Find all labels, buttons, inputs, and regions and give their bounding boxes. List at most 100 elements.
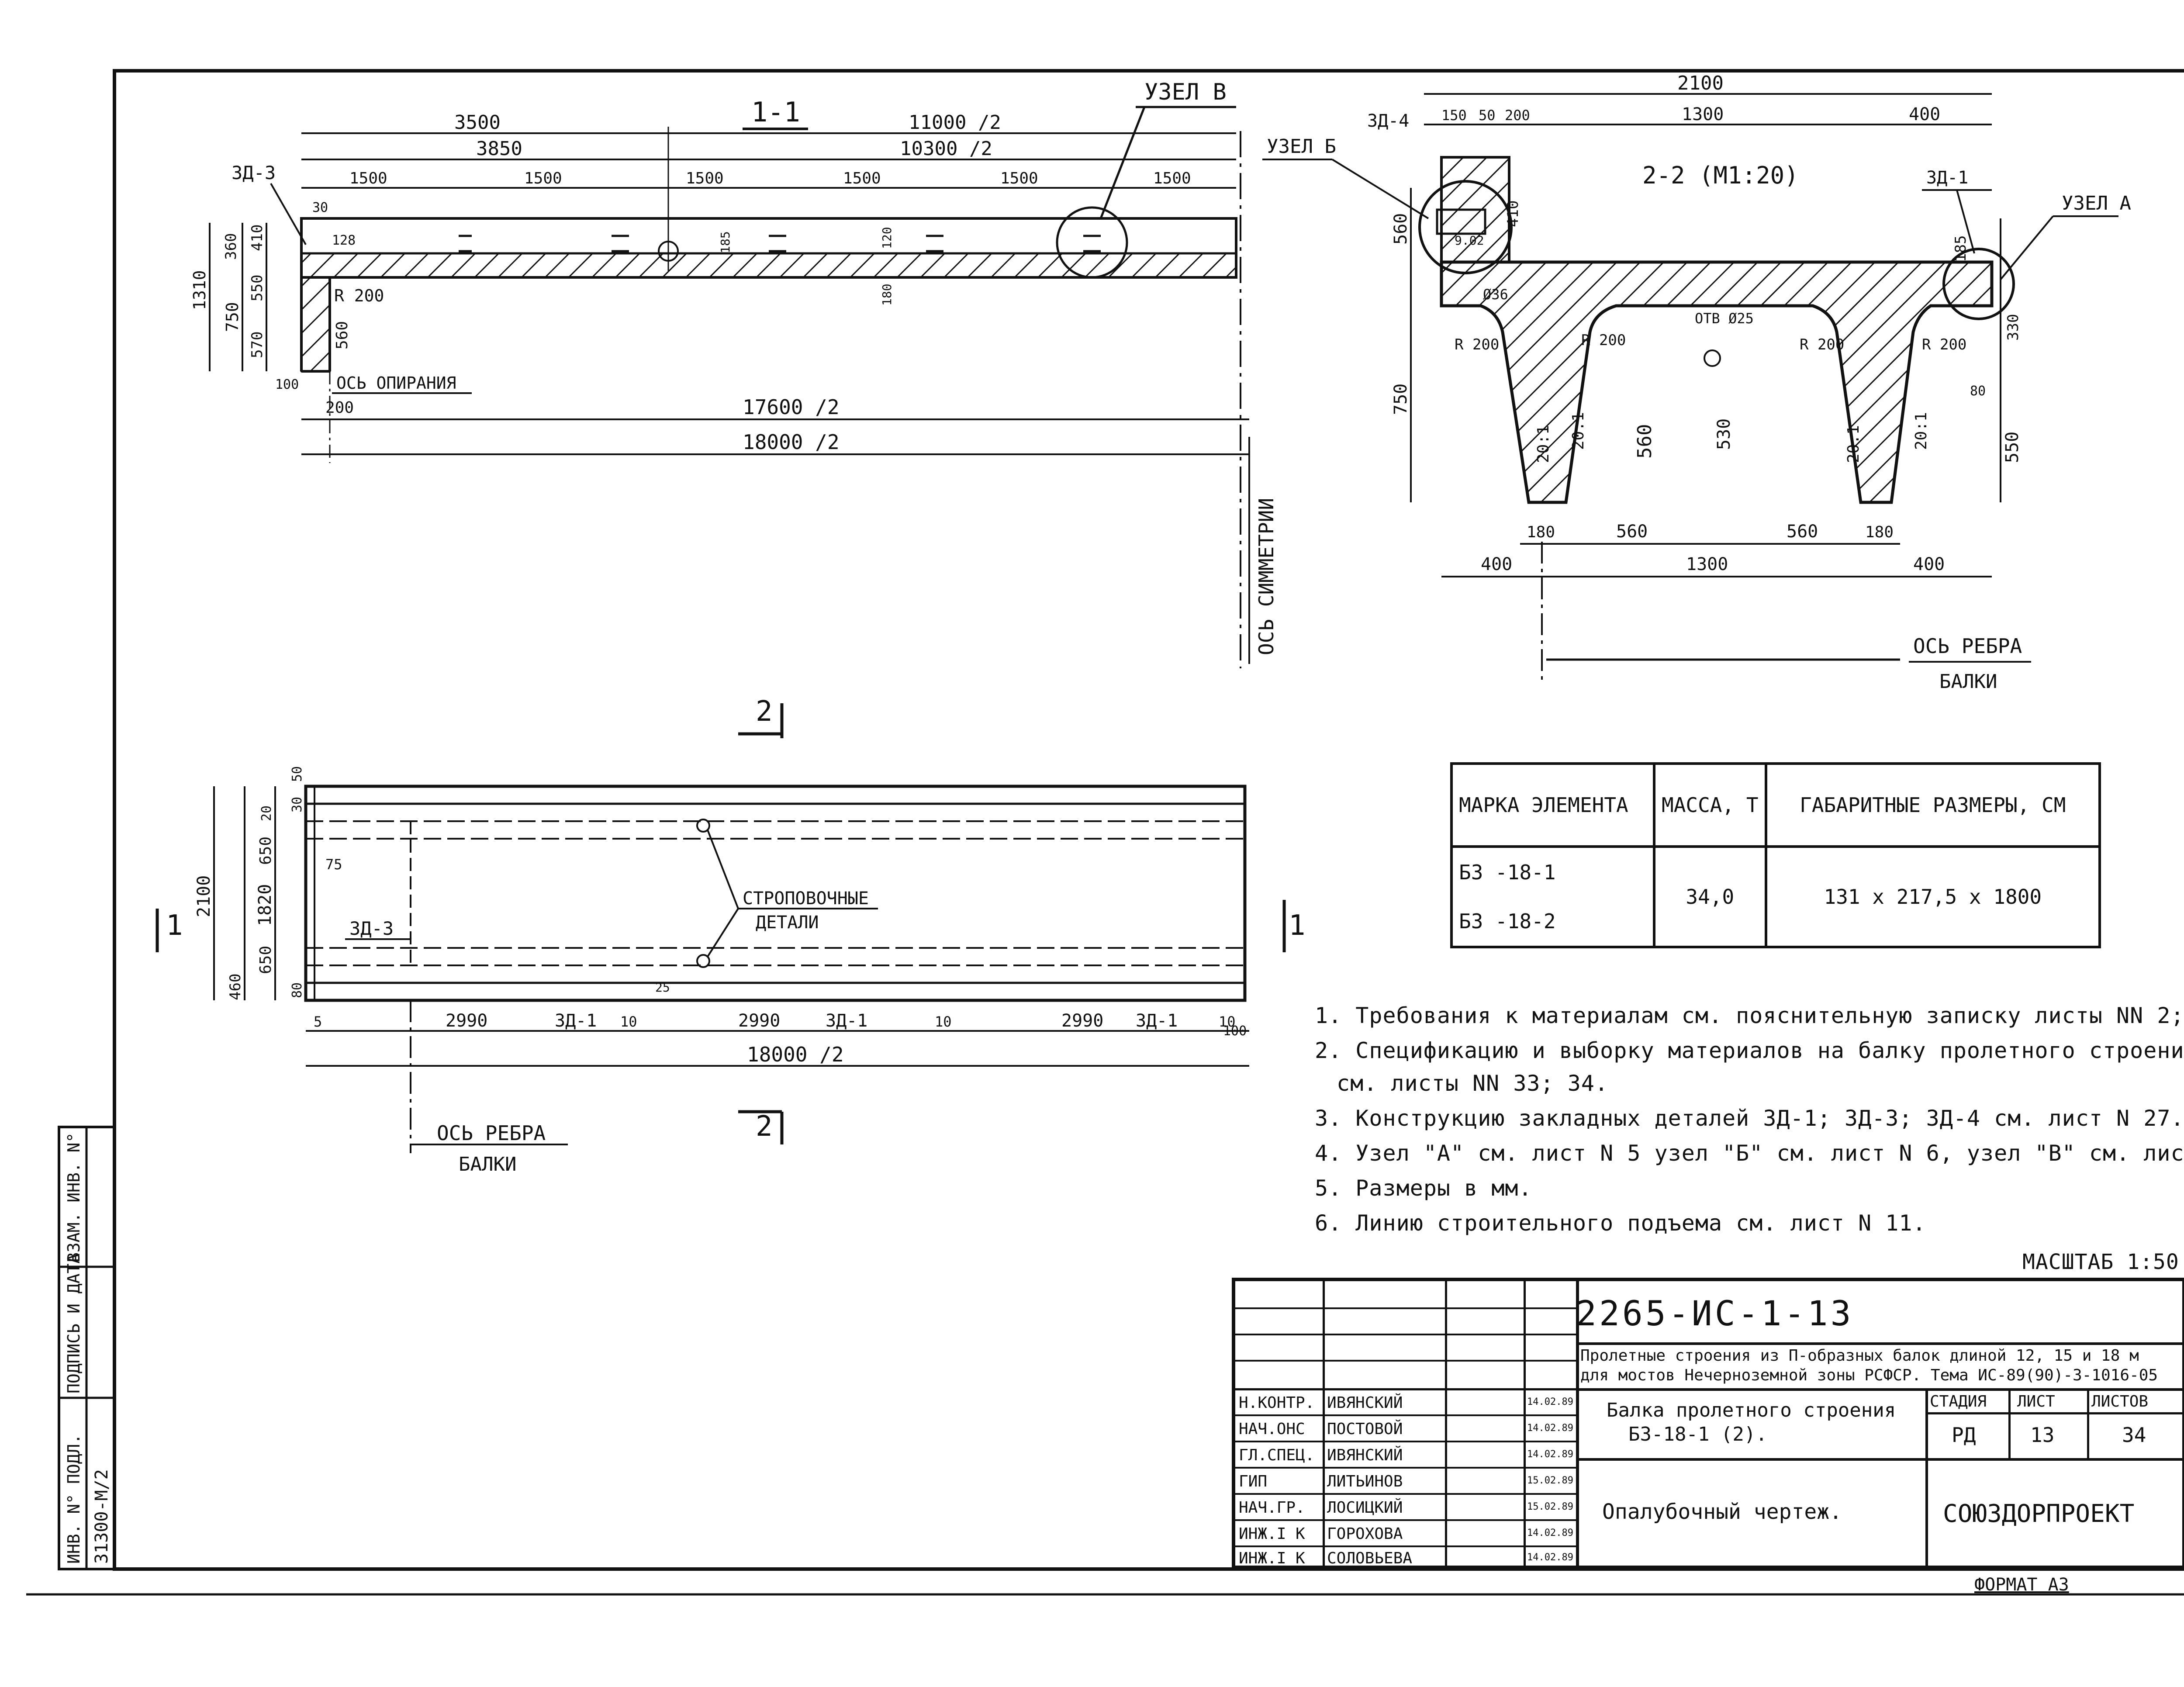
signer-row: ИНЖ.I К СОЛОВЬЕВА 14.02.89 <box>1235 1547 1576 1569</box>
stamp-label-sign: ПОДПИСЬ И ДАТА <box>64 1254 83 1393</box>
plan-dim-1820: 1820 <box>255 884 275 926</box>
dim-100: 100 <box>275 377 299 392</box>
bottom-dim-560-right: 560 <box>1787 522 1818 542</box>
signer-name: ИВЯНСКИЙ <box>1327 1446 1403 1464</box>
right-dim-330: 330 <box>2004 314 2022 341</box>
plan-row-zd1-3: ЗД-1 <box>1136 1011 1178 1031</box>
plan-dim-80: 80 <box>290 982 305 998</box>
signer-name: ЛОСИЦКИЙ <box>1327 1499 1403 1517</box>
slope-1: 20:1 <box>1534 425 1552 463</box>
section-mark-top: 2 <box>756 695 773 728</box>
plan-zd3-label: ЗД-3 <box>349 918 394 939</box>
spacing-5: 1500 <box>1000 169 1038 187</box>
plan-dim-460: 460 <box>227 974 244 1000</box>
signer-row: ГЛ.СПЕЦ. ИВЯНСКИЙ 14.02.89 <box>1235 1443 1576 1467</box>
dim-560-elev: 560 <box>333 321 351 349</box>
plan-dim-50: 50 <box>290 766 305 782</box>
top-dim-1300: 1300 <box>1682 104 1724 124</box>
bolt-group-marks <box>459 235 1101 252</box>
radius-1: R 200 <box>1455 336 1499 353</box>
dim-3500: 3500 <box>454 111 501 134</box>
stamp-inv-number: 31300-М/2 <box>92 1469 112 1564</box>
title-code: 2265-ИС-1-13 <box>1576 1294 1854 1334</box>
section-2-2: УЗЕЛ Б ЗД-4 ЗД-1 УЗЕЛ А 2-2 (М1:20) 2100… <box>1262 72 2131 693</box>
title-project-2: для мостов Нечерноземной зоны РСФСР. Тем… <box>1580 1366 2158 1384</box>
stamp-label-inv: ИНВ. N° ПОДЛ. <box>64 1434 83 1564</box>
dim-10300: 10300 /2 <box>900 138 992 160</box>
signer-date: 14.02.89 <box>1527 1528 1573 1538</box>
symmetry-axis-label: ОСЬ СИММЕТРИИ <box>1254 498 1278 655</box>
spacing-3: 1500 <box>686 169 724 187</box>
plan-dim-75: 75 <box>325 856 342 873</box>
top-dim-400: 400 <box>1909 104 1940 124</box>
note-3: 3. Конструкцию закладных деталей ЗД-1; З… <box>1315 1106 2184 1131</box>
inner-dim-902: 9.02 <box>1455 233 1484 248</box>
vdim-360: 360 <box>222 233 240 260</box>
lifting-label-line2: ДЕТАЛИ <box>756 913 819 933</box>
signer-date: 14.02.89 <box>1527 1449 1573 1460</box>
note-5: 5. Размеры в мм. <box>1315 1175 1532 1201</box>
title-sheets-hdr: ЛИСТОВ <box>2091 1393 2149 1410</box>
radius-3: R 200 <box>1800 336 1844 353</box>
signer-role: ГИП <box>1239 1473 1268 1490</box>
section-mark-bottom: 2 <box>756 1110 773 1143</box>
plan-dim-20: 20 <box>259 805 274 821</box>
section-mark-right: 1 <box>1289 909 1306 942</box>
spacing-1: 1500 <box>349 169 387 187</box>
title-drawing-type: Опалубочный чертеж. <box>1602 1500 1842 1524</box>
signer-date: 15.02.89 <box>1527 1501 1573 1512</box>
note-2-cont: см. листы NN 33; 34. <box>1337 1071 1609 1096</box>
signer-name: ГОРОХОВА <box>1327 1525 1403 1543</box>
hole-label: ОТВ Ø25 <box>1695 310 1754 327</box>
title-block: 2265-ИС-1-13 Пролетные строения из П-обр… <box>1232 1278 2184 1569</box>
signer-role: Н.КОНТР. <box>1239 1394 1315 1412</box>
signer-role: НАЧ.ОНС <box>1239 1420 1305 1438</box>
note-4: 4. Узел "А" см. лист N 5 узел "Б" см. ли… <box>1315 1141 2184 1166</box>
slope-3: 20:1 <box>1845 425 1863 463</box>
section-2-2-title: 2-2 (М1:20) <box>1642 162 1799 189</box>
right-dim-185: 185 <box>1952 235 1970 262</box>
title-element-1: Балка пролетного строения <box>1607 1399 1896 1421</box>
vdim-750: 750 <box>223 302 242 332</box>
spec-size: 131 х 217,5 х 1800 <box>1764 845 2101 948</box>
signer-row: Н.КОНТР. ИВЯНСКИЙ 14.02.89 <box>1235 1390 1576 1414</box>
spec-mark-1: БЗ -18-1 <box>1450 845 1655 897</box>
sheet-frame <box>26 69 2184 1596</box>
left-dim-410: 410 <box>1504 201 1522 227</box>
signer-name: СОЛОВЬЕВА <box>1327 1549 1413 1567</box>
left-dim-750: 750 <box>1391 384 1411 415</box>
signer-row: НАЧ.ГР. ЛОСИЦКИЙ 15.02.89 <box>1235 1495 1576 1519</box>
inner-dim-530: 530 <box>1714 418 1734 450</box>
plan-dim-30: 30 <box>290 797 305 812</box>
small-dim-180: 180 <box>880 283 894 306</box>
vdim-410: 410 <box>249 225 266 251</box>
plan-view: 2 2 1 1 2100 1820 650 650 460 75 80 50 3 <box>156 695 1306 1175</box>
spec-mass: 34,0 <box>1653 845 1767 948</box>
plan-row-2990-2: 2990 <box>738 1011 780 1031</box>
radius-4: R 200 <box>1922 336 1966 353</box>
signer-date: 14.02.89 <box>1527 1397 1573 1407</box>
inner-dim-d36: Ø36 <box>1483 286 1508 303</box>
small-dim-128: 128 <box>332 233 356 248</box>
plan-row-10-1: 10 <box>620 1013 637 1030</box>
title-project-1: Пролетные строения из П-образных балок д… <box>1580 1347 2139 1365</box>
plan-row-2990-3: 2990 <box>1061 1011 1103 1031</box>
plan-row-2990-1: 2990 <box>446 1011 487 1031</box>
rib-axis-line2: БАЛКИ <box>1939 671 1997 693</box>
bottom-dim-560-left: 560 <box>1616 522 1648 542</box>
vdim-1310: 1310 <box>190 270 209 310</box>
spec-mark-2: БЗ -18-2 <box>1450 897 1655 948</box>
dim-18000-elev: 18000 /2 <box>743 430 840 454</box>
top-total-2100: 2100 <box>1677 72 1724 94</box>
part-zd3-label: ЗД-3 <box>232 162 276 183</box>
section-mark-left: 1 <box>166 909 183 942</box>
title-sheet: 13 <box>2030 1423 2055 1447</box>
node-b-top-label: УЗЕЛ В <box>1144 79 1227 105</box>
plan-row-zd1-2: ЗД-1 <box>826 1011 867 1031</box>
plan-row-10-3: 10 <box>1219 1013 1236 1030</box>
signer-row: НАЧ.ОНС ПОСТОВОЙ 14.02.89 <box>1235 1417 1576 1441</box>
spacing-4: 1500 <box>843 169 881 187</box>
top-dim-50: 50 <box>1479 107 1496 124</box>
signer-row: ИНЖ.I К ГОРОХОВА 14.02.89 <box>1235 1521 1576 1545</box>
